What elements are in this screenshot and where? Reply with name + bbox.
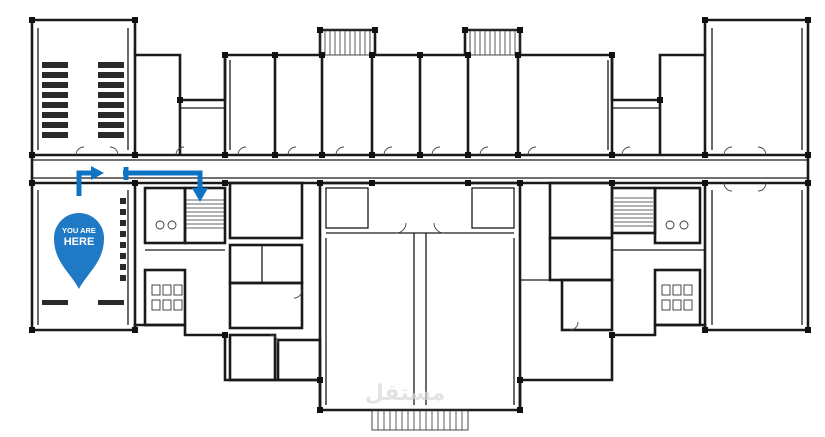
- left-offices: [228, 181, 322, 382]
- column: [609, 52, 615, 58]
- entrance-steps: [319, 29, 521, 431]
- column: [515, 152, 521, 158]
- route-arrow-icon: [192, 188, 208, 202]
- column: [805, 17, 811, 23]
- desk: [98, 72, 124, 78]
- column: [609, 180, 615, 186]
- column: [609, 152, 615, 158]
- column: [465, 180, 471, 186]
- right-service-block: [610, 186, 705, 327]
- desk: [42, 132, 68, 138]
- watermark-text: مستقل: [365, 381, 445, 406]
- desk: [98, 132, 124, 138]
- seat: [120, 264, 126, 270]
- lecture-hall-left: [37, 28, 129, 150]
- column: [702, 152, 708, 158]
- column: [222, 332, 228, 338]
- column: [29, 327, 35, 333]
- desk: [42, 92, 68, 98]
- column: [29, 152, 35, 158]
- column: [369, 52, 375, 58]
- column: [222, 180, 228, 186]
- column: [317, 27, 323, 33]
- location-pin-icon: [54, 213, 104, 289]
- seat: [120, 253, 126, 259]
- column: [317, 407, 323, 413]
- desk: [98, 82, 124, 88]
- column: [132, 180, 138, 186]
- doors: [75, 146, 767, 344]
- desk: [42, 122, 68, 128]
- column: [517, 27, 523, 33]
- column: [369, 180, 375, 186]
- marker-label-line1: YOU ARE: [62, 226, 96, 235]
- column: [657, 97, 663, 103]
- column: [805, 327, 811, 333]
- desk: [98, 92, 124, 98]
- seat: [120, 220, 126, 226]
- column: [319, 152, 325, 158]
- column: [177, 97, 183, 103]
- seat: [120, 275, 126, 281]
- route-path: [76, 166, 208, 202]
- column: [517, 407, 523, 413]
- column: [462, 27, 468, 33]
- hall-right: [711, 28, 803, 150]
- column: [515, 52, 521, 58]
- column: [417, 52, 423, 58]
- column: [417, 152, 423, 158]
- desk: [98, 300, 124, 305]
- desk: [42, 72, 68, 78]
- left-service-block: [143, 186, 227, 327]
- column: [465, 52, 471, 58]
- column: [319, 52, 325, 58]
- column: [222, 52, 228, 58]
- column: [517, 377, 523, 383]
- column: [369, 152, 375, 158]
- column: [805, 152, 811, 158]
- columns: [29, 17, 811, 413]
- seat: [120, 231, 126, 237]
- column: [132, 152, 138, 158]
- seat: [120, 209, 126, 215]
- desk: [42, 112, 68, 118]
- you-are-here-marker: YOU ARE HERE: [54, 213, 104, 289]
- column: [132, 327, 138, 333]
- lecture-hall-lower-left: [37, 183, 137, 330]
- column: [805, 180, 811, 186]
- seat: [120, 242, 126, 248]
- column: [465, 152, 471, 158]
- central-auditorium: [318, 181, 522, 410]
- column: [317, 180, 323, 186]
- column: [272, 152, 278, 158]
- desk: [98, 62, 124, 68]
- top-rooms: [133, 55, 707, 155]
- desk: [98, 112, 124, 118]
- desk: [98, 102, 124, 108]
- column: [132, 17, 138, 23]
- column: [222, 152, 228, 158]
- desk: [42, 82, 68, 88]
- column: [29, 17, 35, 23]
- column: [609, 332, 615, 338]
- column: [517, 180, 523, 186]
- hall-lower-right: [703, 183, 803, 330]
- seat: [120, 198, 126, 204]
- desk: [42, 62, 68, 68]
- column: [272, 52, 278, 58]
- column: [29, 180, 35, 186]
- column: [702, 17, 708, 23]
- column: [702, 180, 708, 186]
- column: [317, 377, 323, 383]
- column: [372, 27, 378, 33]
- column: [702, 327, 708, 333]
- route-arrow-icon: [91, 166, 104, 180]
- right-offices: [520, 181, 614, 332]
- marker-label-line2: HERE: [64, 236, 95, 248]
- desk: [98, 122, 124, 128]
- desk: [42, 300, 68, 305]
- desk: [42, 102, 68, 108]
